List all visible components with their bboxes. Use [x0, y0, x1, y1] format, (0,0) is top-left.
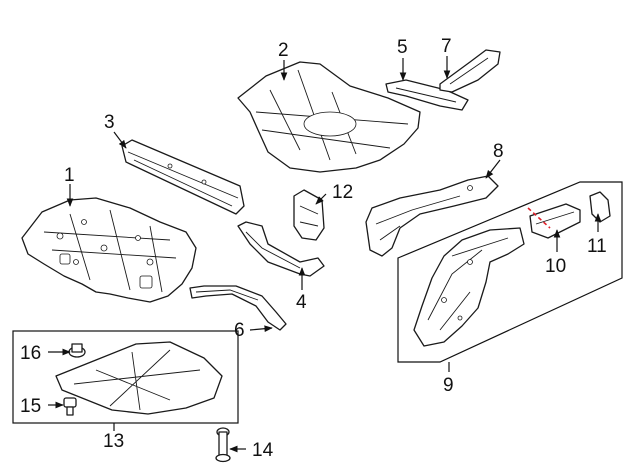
- callout-6: 6: [234, 320, 245, 341]
- callout-1: 1: [64, 165, 75, 186]
- part-side-rail-assembly[interactable]: [413, 227, 525, 347]
- group-box-13: [12, 330, 239, 424]
- callout-8: 8: [493, 141, 504, 162]
- part-tank-strap[interactable]: [189, 285, 287, 331]
- callout-15: 15: [20, 396, 41, 417]
- callout-5: 5: [397, 37, 408, 58]
- callout-labels: 1 2 3 4 5 6 7 8 9 10 11 12 13 14 15 16: [20, 36, 607, 461]
- part-rear-bracket[interactable]: [385, 79, 469, 111]
- part-mount-bracket[interactable]: [293, 189, 325, 241]
- callout-9: 9: [443, 375, 454, 396]
- callout-10: 10: [545, 256, 566, 277]
- part-stud-14[interactable]: [215, 427, 231, 463]
- callout-13: 13: [103, 431, 124, 452]
- part-rear-floor-pan[interactable]: [21, 197, 197, 303]
- callout-3: 3: [104, 112, 115, 133]
- cut-line: [527, 207, 551, 229]
- part-rail-extension[interactable]: [529, 203, 581, 239]
- callout-4: 4: [296, 292, 307, 313]
- part-bolt-15[interactable]: [63, 397, 77, 416]
- callout-12: 12: [332, 182, 353, 203]
- part-small-bracket[interactable]: [589, 191, 611, 223]
- callout-14: 14: [252, 440, 274, 461]
- part-floor-brace[interactable]: [237, 221, 325, 277]
- callout-11: 11: [587, 236, 607, 257]
- leader-lines: [48, 56, 602, 453]
- part-side-extension[interactable]: [439, 49, 501, 93]
- part-clip-16[interactable]: [68, 343, 86, 358]
- callout-2: 2: [278, 40, 289, 61]
- part-rear-crossmember[interactable]: [121, 139, 245, 215]
- part-spare-tire-tub[interactable]: [237, 61, 421, 173]
- part-underbody-cover[interactable]: [55, 341, 223, 415]
- callout-16: 16: [20, 343, 41, 364]
- part-rear-frame-rail[interactable]: [365, 175, 499, 257]
- group-box-9: [397, 181, 623, 363]
- callout-7: 7: [441, 36, 452, 57]
